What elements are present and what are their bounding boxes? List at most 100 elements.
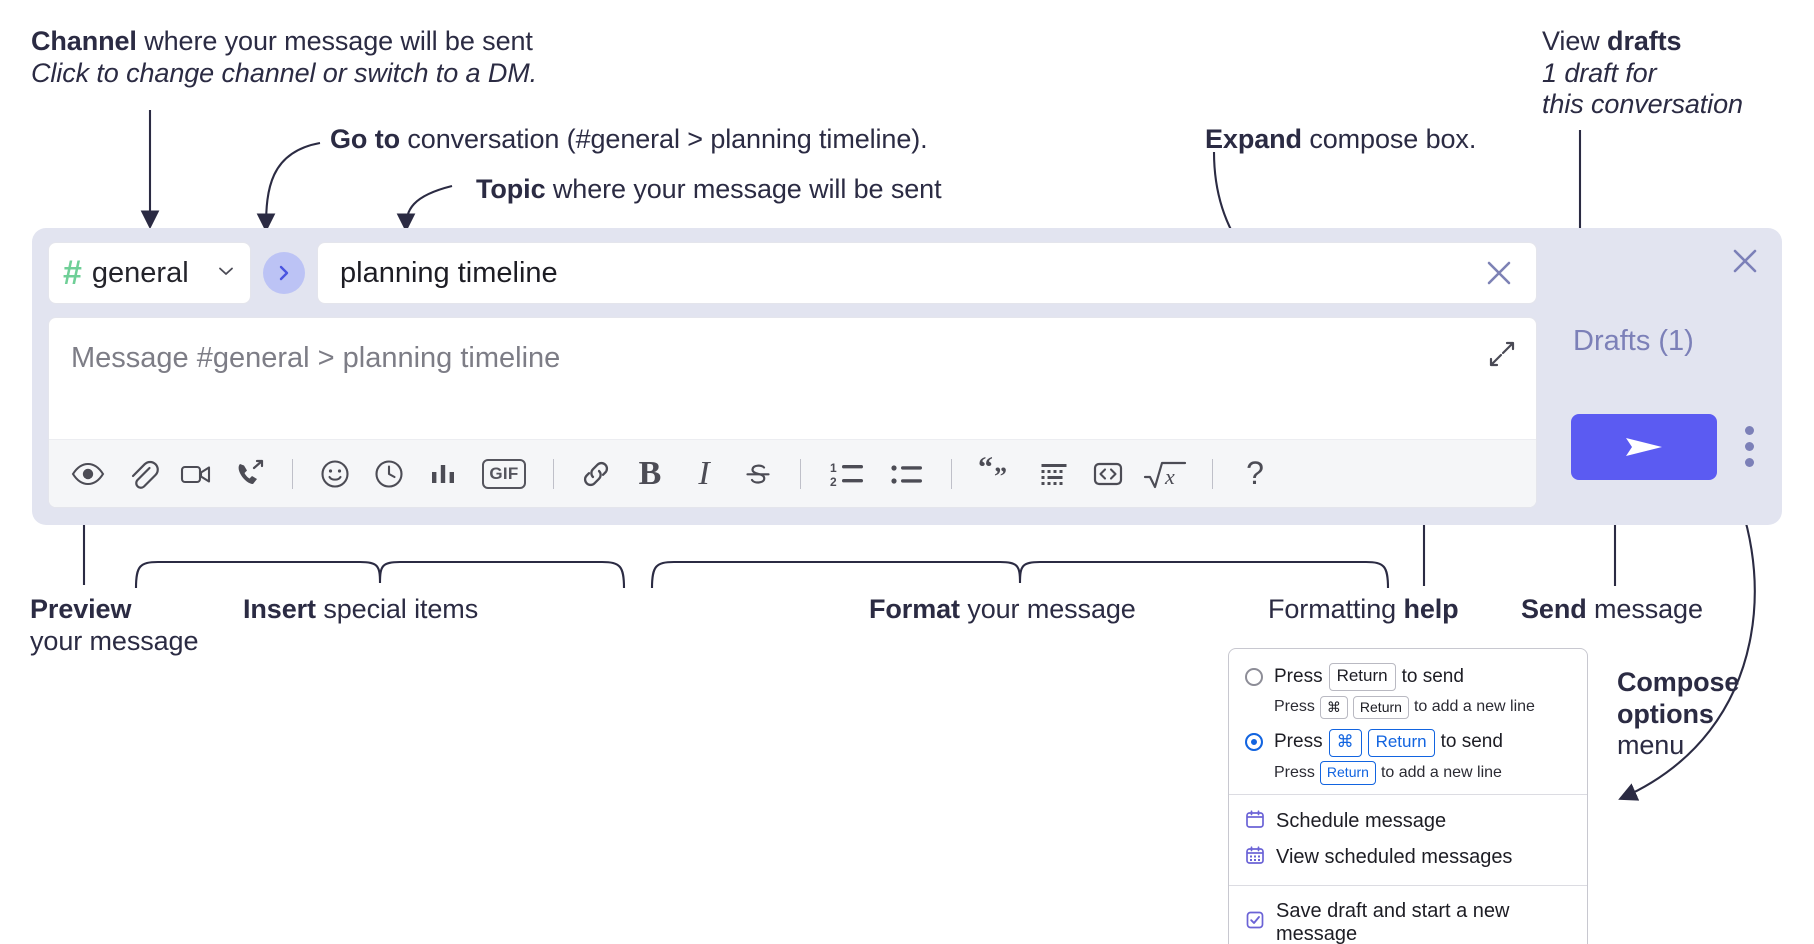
annotation-goto: Go to conversation (#general > planning … (330, 124, 928, 156)
calendar-grid-icon (1245, 845, 1265, 871)
send-option-return[interactable]: Press Return to send (1229, 663, 1587, 692)
annotation-compose-options: Compose options menu (1617, 667, 1739, 762)
opt2-key-return: Return (1367, 728, 1435, 757)
annotation-channel: Channel where your message will be sent … (31, 26, 537, 89)
toolbar-divider (553, 458, 554, 489)
attach-paperclip-icon[interactable] (117, 449, 167, 499)
close-compose-icon[interactable] (1729, 245, 1761, 282)
video-camera-icon[interactable] (171, 449, 221, 499)
drafts-link[interactable]: Drafts (1) (1573, 325, 1694, 357)
annotation-drafts-view: View (1542, 26, 1608, 56)
inline-code-icon[interactable] (1083, 449, 1133, 499)
expand-compose-icon[interactable] (1488, 340, 1516, 373)
annotation-expand: Expand compose box. (1205, 124, 1476, 156)
annotation-preview-rest: your message (30, 625, 199, 656)
opt1-post: to send (1401, 666, 1464, 687)
opt1-sub-key-return: Return (1352, 695, 1409, 720)
annotation-channel-bold: Channel (31, 26, 137, 56)
annotation-composeopts-line2: options (1617, 698, 1714, 729)
menu-item-schedule-message[interactable]: Schedule message (1229, 804, 1587, 840)
opt1-sub-post: to add a new line (1413, 698, 1535, 716)
opt1-sub-pre: Press (1274, 698, 1315, 716)
topic-value: planning timeline (340, 256, 558, 289)
gif-icon[interactable]: GIF (472, 449, 536, 499)
svg-text:“: “ (978, 457, 993, 484)
annotation-help-bold: help (1403, 594, 1459, 624)
compose-header-row: # general planning timeline (48, 242, 1537, 304)
code-block-icon[interactable] (1029, 449, 1079, 499)
kebab-dot (1745, 426, 1754, 435)
send-option-cmd-return-sub: Press Return to add a new line (1229, 760, 1587, 785)
topic-field[interactable]: planning timeline (317, 242, 1537, 304)
annotation-channel-italic: Click to change channel or switch to a D… (31, 57, 538, 88)
menu-divider (1229, 793, 1587, 795)
link-icon[interactable] (571, 449, 621, 499)
clear-topic-icon[interactable] (1482, 256, 1516, 290)
menu-item-view-scheduled[interactable]: View scheduled messages (1229, 840, 1587, 876)
annotation-drafts: View drafts 1 draft for this conversatio… (1542, 26, 1743, 121)
svg-text:1: 1 (830, 461, 837, 475)
bold-icon[interactable]: B (638, 454, 662, 492)
radio-cmd-return[interactable] (1245, 733, 1263, 752)
clock-icon[interactable] (364, 449, 414, 499)
svg-text:x: x (1164, 464, 1175, 489)
annotation-goto-rest: conversation (#general > planning timeli… (399, 124, 928, 154)
menu-item-label: Save draft and start a new message (1276, 899, 1510, 944)
math-icon[interactable]: x (1137, 449, 1195, 499)
emoji-icon[interactable] (310, 449, 360, 499)
annotation-format: Format your message (869, 594, 1136, 626)
toolbar-divider (292, 458, 293, 489)
poll-bar-chart-icon[interactable] (418, 449, 468, 499)
opt2-pre: Press (1274, 731, 1323, 753)
send-option-cmd-return[interactable]: Press ⌘ Return to send (1229, 728, 1587, 757)
compose-inner: # general planning timeline M (48, 242, 1537, 510)
annotation-insert-rest: special items (315, 594, 479, 624)
save-draft-icon (1245, 910, 1265, 936)
preview-eye-icon[interactable] (63, 449, 113, 499)
opt2-sub-key-return: Return (1319, 760, 1376, 785)
annotation-preview-bold: Preview (30, 594, 132, 624)
send-button[interactable] (1571, 414, 1717, 480)
menu-item-save-draft[interactable]: Save draft and start a new message (1229, 895, 1587, 944)
message-input-box[interactable]: Message #general > planning timeline (48, 317, 1537, 508)
menu-divider (1229, 884, 1587, 886)
annotation-topic: Topic where your message will be sent (476, 174, 942, 206)
compose-right-rail: Drafts (1) (1553, 228, 1782, 525)
opt2-post: to send (1440, 731, 1503, 753)
compose-options-button[interactable] (1745, 426, 1754, 474)
annotation-topic-rest: where your message will be sent (545, 174, 942, 204)
strikethrough-icon[interactable] (733, 449, 783, 499)
annotation-topic-bold: Topic (476, 174, 546, 204)
annotation-format-rest: your message (959, 594, 1136, 624)
blockquote-icon[interactable]: “” (969, 449, 1025, 499)
annotation-help-rest: Formatting (1268, 594, 1404, 624)
bulleted-list-icon[interactable] (880, 449, 934, 499)
svg-text:2: 2 (830, 475, 837, 489)
annotation-send: Send message (1521, 594, 1703, 626)
channel-picker[interactable]: # general (48, 242, 251, 304)
call-forward-icon[interactable] (225, 449, 275, 499)
radio-return[interactable] (1245, 668, 1263, 686)
calendar-schedule-icon (1245, 809, 1265, 835)
annotation-insert: Insert special items (243, 594, 478, 626)
annotation-goto-bold: Go to (330, 124, 400, 154)
goto-conversation-button[interactable] (263, 252, 305, 294)
annotation-send-bold: Send (1521, 594, 1587, 624)
formatting-help-icon[interactable]: ? (1246, 455, 1264, 491)
annotation-channel-rest: where your message will be sent (136, 26, 533, 56)
send-paper-plane-icon (1626, 438, 1662, 456)
compose-panel: # general planning timeline M (32, 228, 1782, 525)
opt1-pre: Press (1274, 666, 1323, 687)
annotation-drafts-line2: 1 draft for (1542, 57, 1657, 88)
italic-icon[interactable]: I (698, 454, 710, 492)
message-placeholder: Message #general > planning timeline (71, 342, 561, 374)
annotation-send-rest: message (1586, 594, 1703, 624)
annotation-format-bold: Format (869, 594, 960, 624)
send-option-return-sub: Press ⌘ Return to add a new line (1229, 695, 1587, 720)
opt1-key-return: Return (1328, 663, 1396, 692)
svg-text:”: ” (994, 462, 1007, 491)
opt2-sub-pre: Press (1274, 763, 1315, 781)
menu-item-label: View scheduled messages (1276, 846, 1513, 869)
